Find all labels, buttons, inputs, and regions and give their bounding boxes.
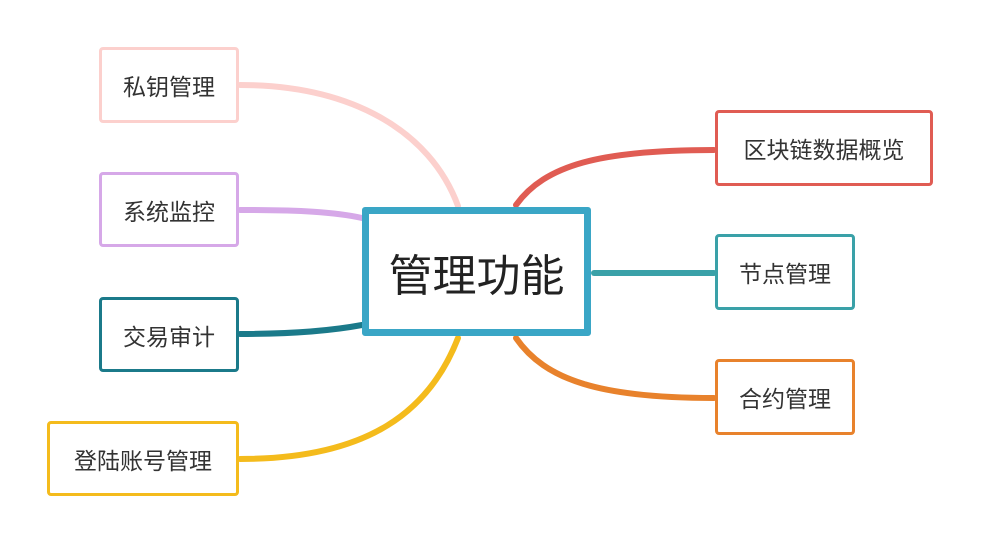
- link-contract: [513, 335, 717, 401]
- branch-node-label: 登陆账号管理: [74, 448, 212, 475]
- branch-node-label: 私钥管理: [123, 75, 215, 101]
- link-account: [237, 335, 461, 462]
- branch-node-label: 节点管理: [739, 262, 831, 288]
- center-node-label: 管理功能: [388, 250, 565, 302]
- link-audit: [237, 322, 365, 337]
- branch-node-label: 区块链数据概览: [743, 138, 905, 164]
- branch-node-system-monitoring[interactable]: 系统监控: [99, 172, 239, 247]
- branch-node-private-key-management[interactable]: 私钥管理: [99, 47, 239, 123]
- branch-node-blockchain-data-overview[interactable]: 区块链数据概览: [715, 110, 933, 186]
- branch-node-contract-management[interactable]: 合约管理: [715, 359, 855, 435]
- link-monitor: [237, 207, 365, 221]
- branch-node-node-management[interactable]: 节点管理: [715, 234, 855, 310]
- center-node[interactable]: 管理功能: [362, 207, 591, 336]
- branch-node-login-account-management[interactable]: 登陆账号管理: [47, 421, 239, 496]
- branch-node-transaction-audit[interactable]: 交易审计: [99, 297, 239, 372]
- link-chain: [513, 147, 717, 208]
- branch-node-label: 系统监控: [123, 199, 215, 226]
- link-key: [237, 82, 461, 209]
- branch-node-label: 交易审计: [123, 324, 215, 351]
- branch-node-label: 合约管理: [739, 387, 831, 413]
